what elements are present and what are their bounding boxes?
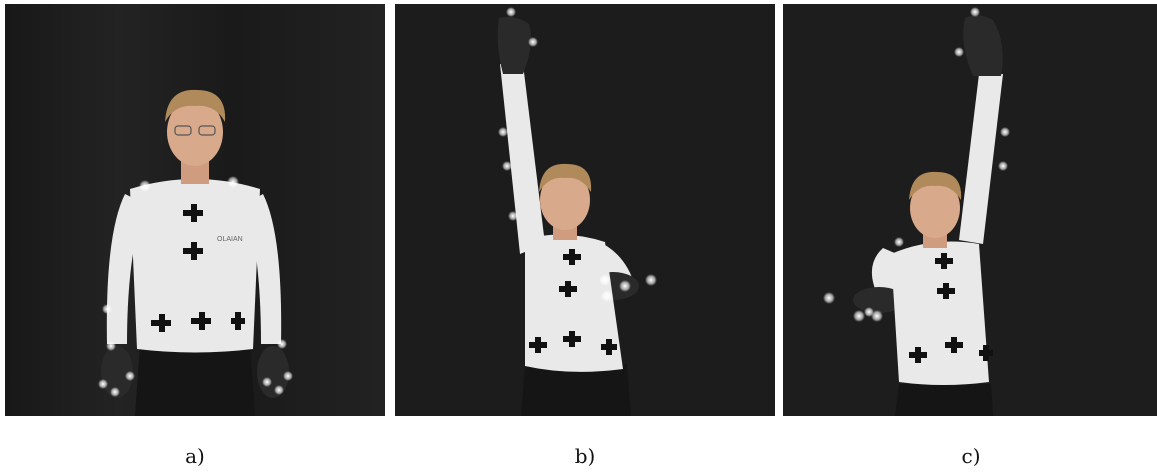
face	[540, 170, 590, 230]
shirt-torso	[525, 234, 623, 372]
person-left-arm-up-photo	[783, 4, 1157, 416]
forward-glove	[853, 287, 905, 313]
shirt-torso	[130, 179, 260, 353]
raised-arm	[500, 64, 545, 254]
raised-glove	[497, 16, 531, 74]
caption-b: b)	[574, 444, 596, 468]
hair	[909, 171, 962, 200]
face	[910, 178, 960, 238]
photo-panel-a: OLAIAN	[5, 4, 385, 416]
raised-glove	[963, 15, 1003, 76]
mocap-reflective-markers	[498, 7, 657, 302]
mocap-reflective-markers	[823, 7, 1010, 322]
photo-panel-c	[783, 4, 1157, 416]
right-glove	[257, 346, 289, 398]
hair	[539, 163, 592, 192]
face	[167, 98, 223, 166]
glasses-left	[174, 125, 192, 136]
raised-arm	[959, 74, 1003, 244]
caption-c: c)	[961, 444, 981, 468]
chest-markers	[151, 204, 245, 332]
hair	[165, 89, 226, 122]
pants	[521, 364, 631, 416]
shirt-brand-logo: OLAIAN	[217, 236, 243, 243]
chest-markers	[909, 253, 993, 363]
glasses-right	[198, 125, 216, 136]
person-right-arm-up-photo	[395, 4, 775, 416]
pants	[895, 384, 993, 416]
person-arms-down-photo: OLAIAN	[5, 4, 385, 416]
pants	[135, 344, 255, 416]
chest-markers	[529, 249, 617, 355]
caption-a: a)	[185, 444, 205, 468]
mocap-reflective-markers	[98, 176, 293, 397]
left-glove	[101, 346, 133, 398]
photo-panel-b	[395, 4, 775, 416]
